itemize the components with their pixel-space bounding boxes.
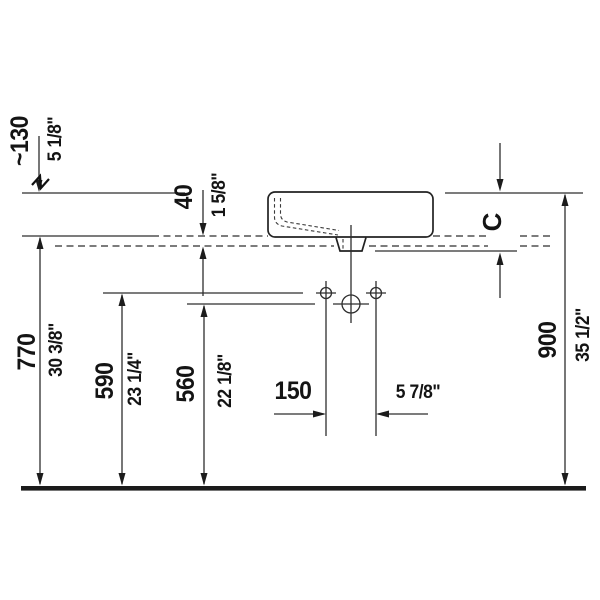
label-floor-to-drain-inch: 22 1/8" — [213, 354, 235, 408]
label-floor-to-counter-inch: 30 3/8" — [44, 323, 66, 377]
label-floor-to-counter-mm: 770 — [13, 333, 41, 370]
dim-counter-thickness — [199, 190, 207, 296]
label-variable-c: C — [477, 212, 507, 231]
dim-variable-c — [496, 143, 504, 298]
label-hole-spacing-mm: 150 — [275, 377, 312, 405]
dim-floor-to-drain — [200, 304, 208, 486]
label-counter-thickness-mm: 40 — [170, 185, 198, 210]
label-floor-to-rim-mm: 900 — [534, 321, 562, 358]
label-floor-to-drain-mm: 560 — [172, 365, 200, 402]
label-floor-to-holes-inch: 23 1/4" — [123, 352, 145, 406]
dim-floor-to-holes — [118, 293, 126, 486]
dim-hole-spacing — [274, 410, 428, 418]
label-floor-to-rim-inch: 35 1/2" — [571, 308, 593, 362]
label-basin-above-counter-inch: 5 1/8" — [43, 117, 65, 161]
dim-floor-to-rim — [561, 193, 569, 486]
dim-floor-to-counter — [36, 236, 44, 486]
label-counter-thickness-inch: 1 5/8" — [207, 173, 229, 217]
floor-line — [21, 486, 586, 491]
label-basin-above-counter-mm: ~130 — [6, 116, 34, 166]
drain-hole — [333, 294, 369, 314]
dim-basin-above-counter — [31, 136, 50, 192]
label-hole-spacing-inch: 5 7/8" — [396, 380, 440, 402]
label-floor-to-holes-mm: 590 — [91, 362, 119, 399]
